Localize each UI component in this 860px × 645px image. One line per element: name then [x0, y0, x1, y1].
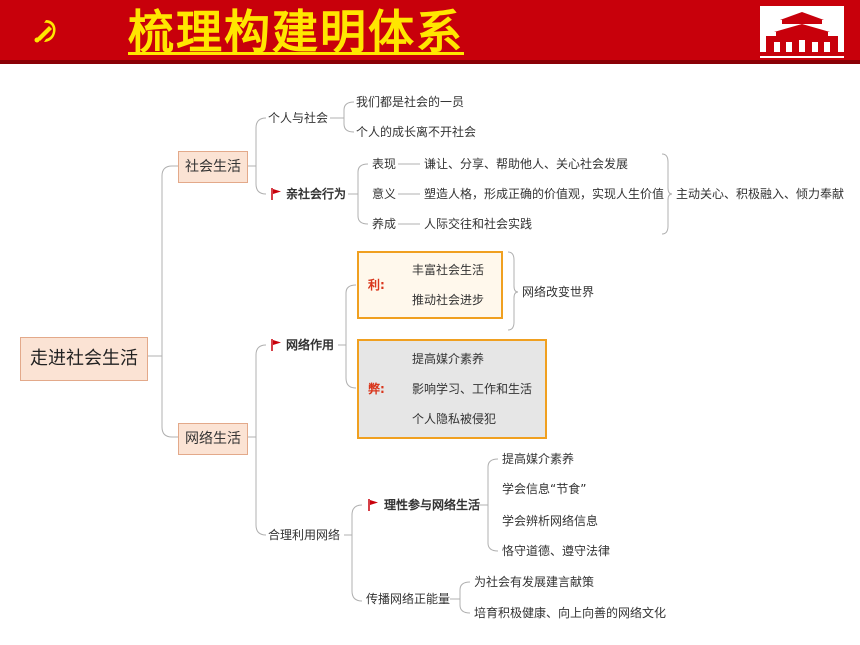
node-positive-energy: 传播网络正能量: [366, 592, 451, 606]
pros-box: [357, 251, 503, 319]
flag-icon: [271, 339, 281, 351]
pros-summary: 网络改变世界: [522, 285, 595, 299]
pros-item-2: 推动社会进步: [412, 293, 485, 307]
party-emblem-icon: [34, 20, 56, 43]
tiananmen-icon: [760, 6, 844, 58]
node-social-life: 社会生活: [178, 151, 248, 183]
flag-icon: [271, 188, 281, 200]
rational-item-3: 学会辨析网络信息: [502, 514, 599, 528]
rational-item-2: 学会信息“节食”: [502, 482, 587, 496]
node-network-effect: 网络作用: [286, 338, 335, 352]
cons-item-2: 影响学习、工作和生活: [412, 382, 533, 396]
node-network-life: 网络生活: [178, 423, 248, 455]
positive-item-1: 为社会有发展建言献策: [474, 575, 595, 589]
pros-item-1: 丰富社会生活: [412, 263, 485, 277]
positive-item-2: 培育积极健康、向上向善的网络文化: [474, 606, 667, 620]
node-prosocial: 亲社会行为: [286, 187, 347, 201]
prosocial-value-2: 塑造人格，形成正确的价值观，实现人生价值: [424, 187, 665, 201]
node-individual-society: 个人与社会: [268, 111, 329, 125]
root-node: 走进社会生活: [20, 337, 148, 381]
rational-item-4: 恪守道德、遵守法律: [502, 544, 611, 558]
prosocial-value-3: 人际交往和社会实践: [424, 217, 533, 231]
prosocial-summary: 主动关心、积极融入、倾力奉献: [676, 187, 845, 201]
header-banner: 梳理构建明体系: [0, 0, 860, 64]
cons-item-1: 提高媒介素养: [412, 352, 485, 366]
cons-label: 弊:: [368, 382, 385, 396]
prosocial-key-1: 表现: [372, 157, 397, 171]
leaf-individual-1: 我们都是社会的一员: [356, 95, 465, 109]
flag-icon: [368, 499, 378, 511]
prosocial-value-1: 谦让、分享、帮助他人、关心社会发展: [424, 157, 629, 171]
node-network-usage: 合理利用网络: [268, 528, 341, 542]
prosocial-key-3: 养成: [372, 217, 397, 231]
pros-label: 利:: [368, 278, 385, 292]
cons-box: [357, 339, 547, 439]
rational-item-1: 提高媒介素养: [502, 452, 575, 466]
page-title: 梳理构建明体系: [128, 5, 464, 59]
header-stripe: [0, 60, 860, 64]
prosocial-key-2: 意义: [372, 187, 397, 201]
leaf-individual-2: 个人的成长离不开社会: [356, 125, 477, 139]
cons-item-3: 个人隐私被侵犯: [412, 412, 497, 426]
node-rational-participation: 理性参与网络生活: [384, 498, 481, 512]
